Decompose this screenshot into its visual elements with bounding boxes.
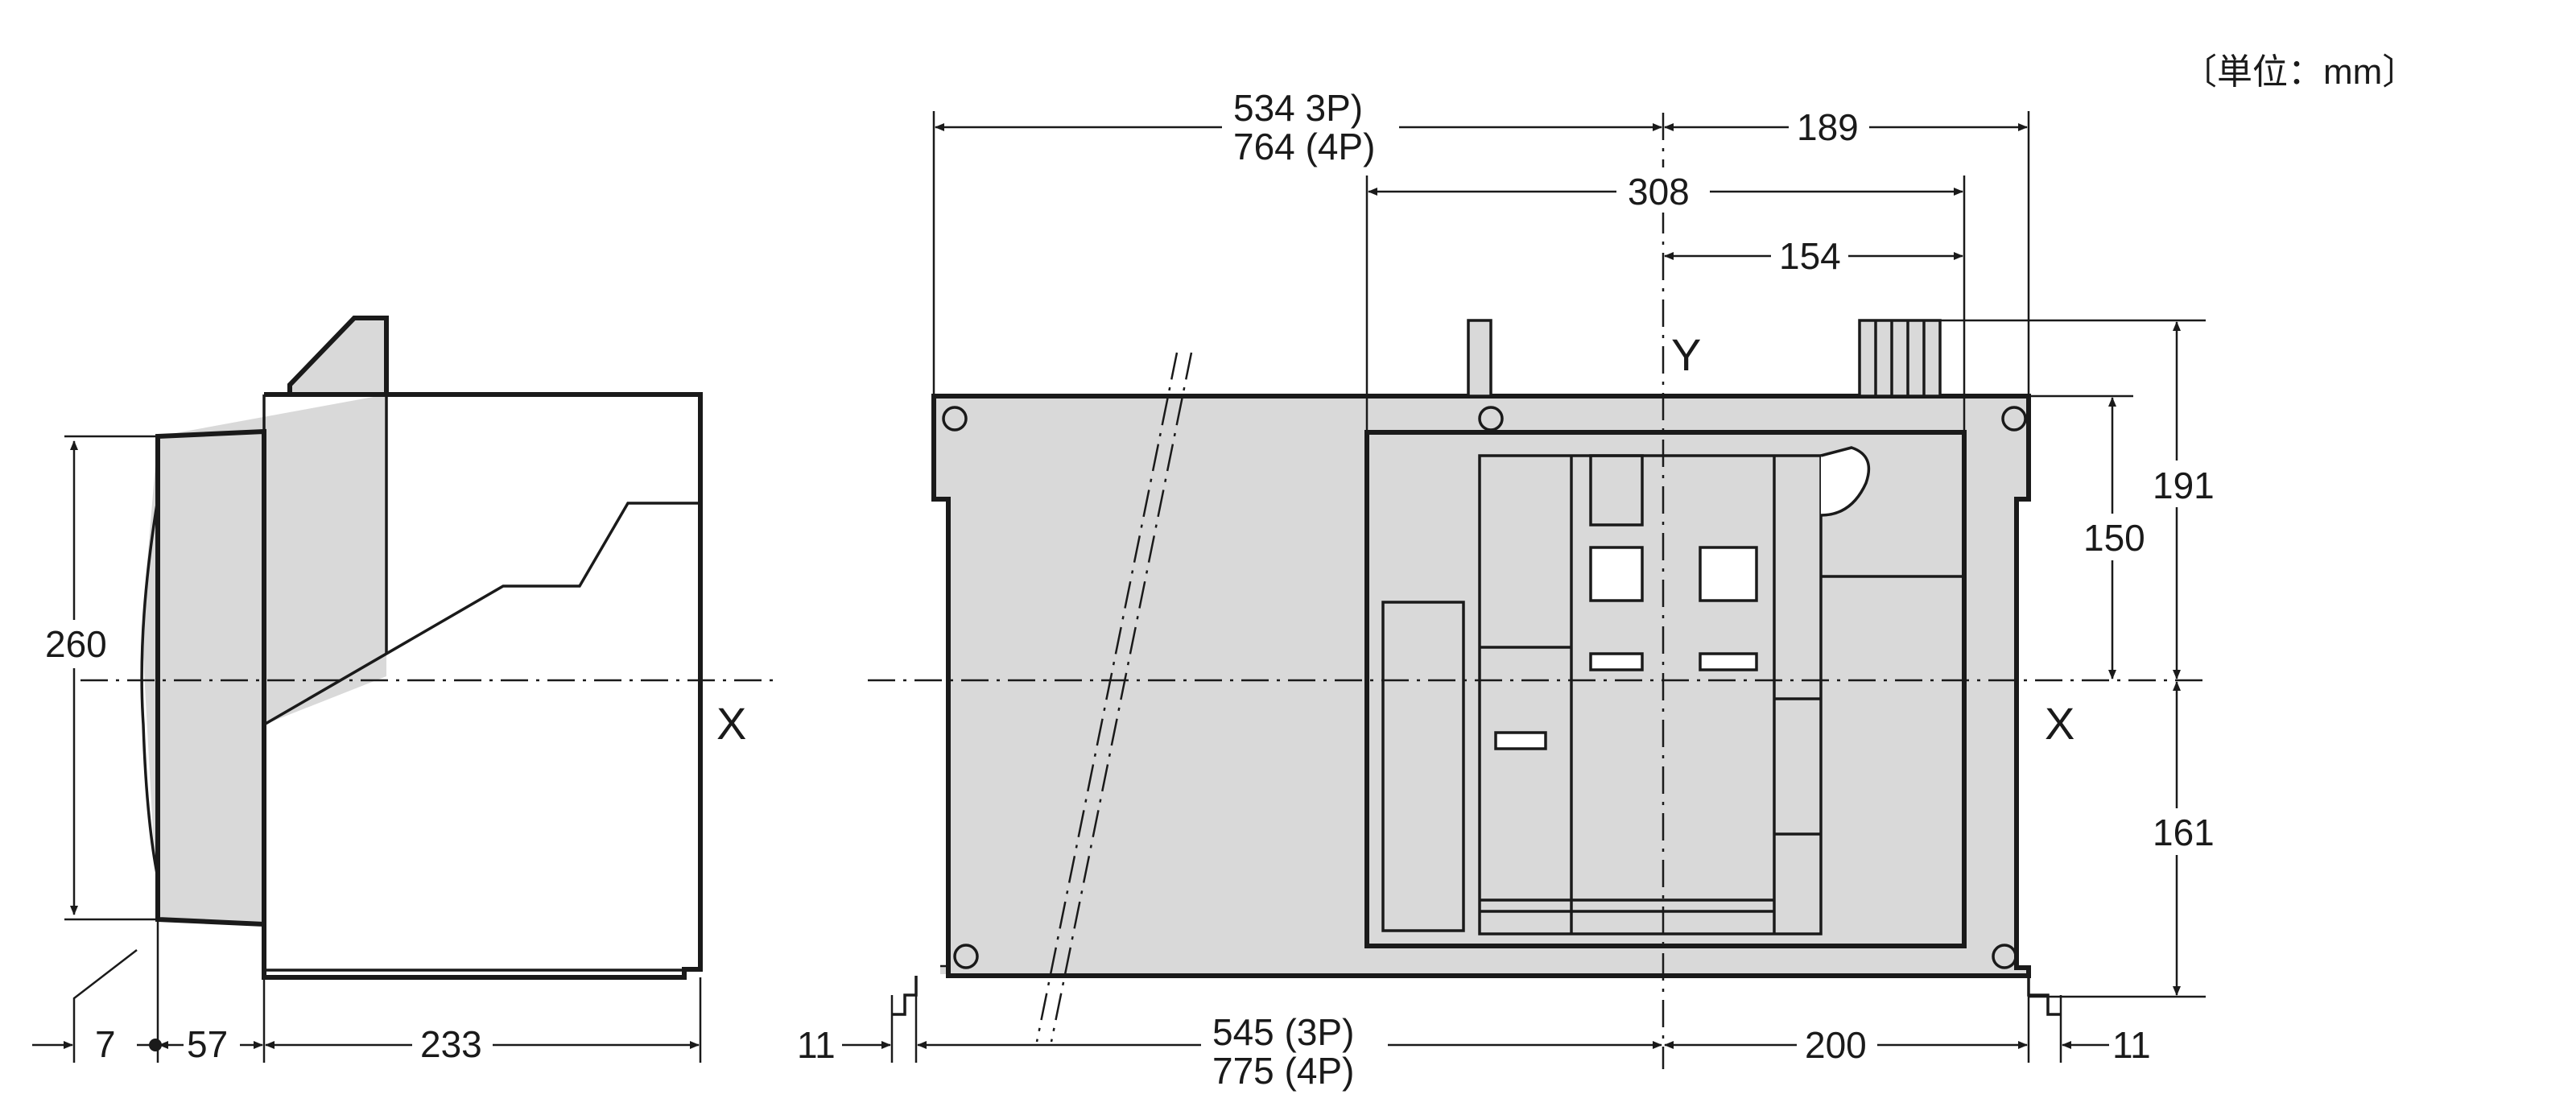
front-body-outline (931, 394, 2031, 978)
front-axis-x-label: X (2045, 698, 2074, 749)
dim-161-label: 161 (2153, 812, 2215, 853)
dim-57-label: 57 (187, 1023, 228, 1065)
dim-150-label: 150 (2083, 517, 2145, 559)
front-axis-y-label: Y (1671, 329, 1701, 380)
dim-260-label: 260 (45, 623, 107, 665)
top-terminal-block (1858, 319, 1942, 398)
unit-label: 〔単位：mm〕 (2182, 52, 2417, 92)
dim-154-label: 154 (1779, 235, 1841, 277)
dim-7-label: 7 (95, 1023, 116, 1065)
top-lever (1467, 319, 1492, 398)
dim-191-label: 191 (2153, 465, 2215, 506)
dim-764-label: 764 (4P) (1233, 126, 1375, 167)
front-panel (1364, 430, 1967, 948)
left-slot (1381, 601, 1465, 932)
dim-200-label: 200 (1805, 1024, 1867, 1066)
dim-545-label: 545 (3P) (1212, 1011, 1354, 1053)
dim-775-label: 775 (4P) (1212, 1050, 1354, 1092)
front-view: X Y 534 3P) 764 (4P) 189 308 154 191 150… (797, 81, 2222, 1097)
side-view: 260 7 57 233 X (32, 316, 773, 1066)
side-axis-x-label: X (716, 698, 746, 749)
dim-11-left-label: 11 (797, 1024, 836, 1066)
indicator-window-left (1589, 546, 1644, 602)
handle-cutout (1820, 446, 1871, 517)
dim-534-label: 534 3P) (1233, 87, 1363, 129)
dim-308-label: 308 (1628, 171, 1690, 213)
dim-11-right-label: 11 (2112, 1024, 2151, 1066)
dim-189-label: 189 (1797, 106, 1859, 148)
dim-233-label: 233 (420, 1023, 482, 1065)
side-handle (287, 316, 389, 394)
indicator-window-right (1699, 546, 1758, 602)
